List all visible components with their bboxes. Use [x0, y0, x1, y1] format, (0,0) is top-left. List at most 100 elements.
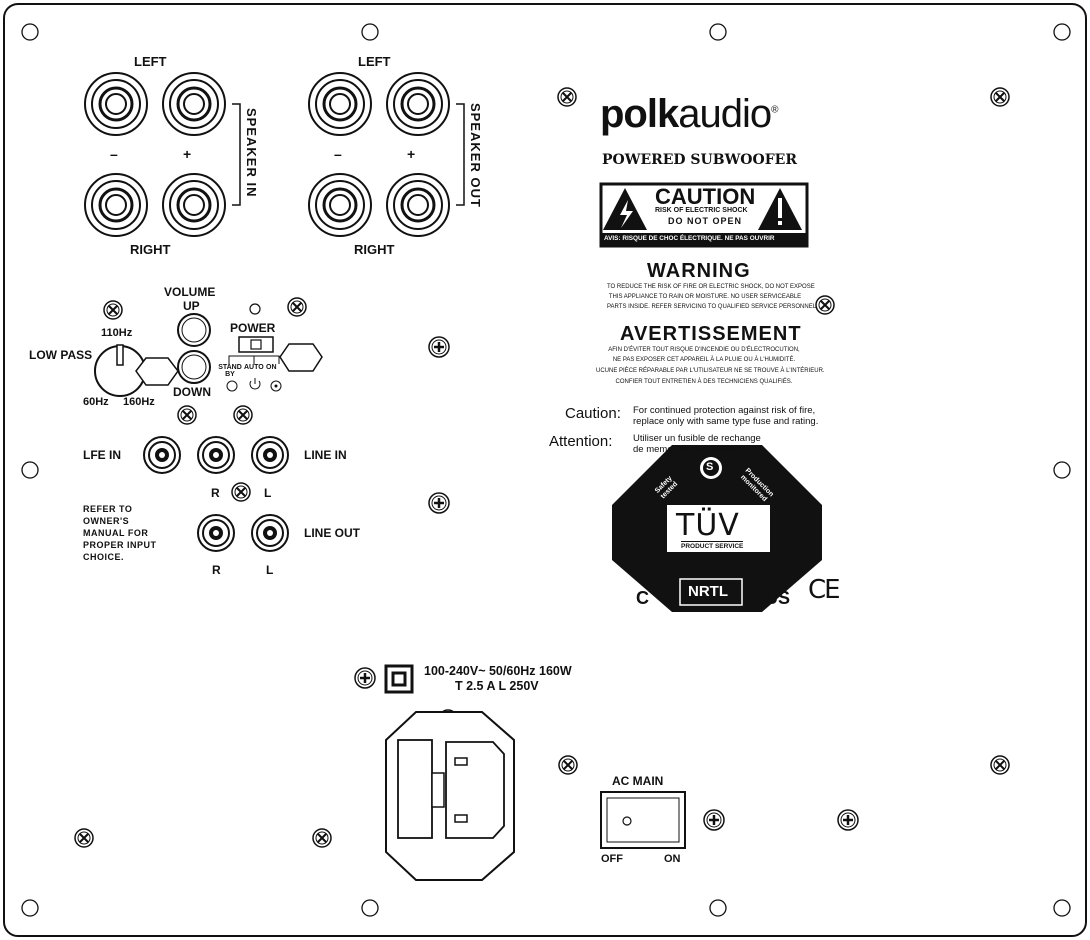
avertissement-title: AVERTISSEMENT	[620, 323, 802, 345]
low-pass-min-label: 60Hz	[83, 396, 109, 408]
class-ii-icon	[384, 664, 414, 694]
ce-mark: CE	[808, 575, 841, 605]
binding-post-left-plus-out	[385, 71, 451, 137]
volume-up-button	[177, 313, 211, 347]
ac-main-off-label: OFF	[601, 853, 623, 865]
lfe-in-jack	[143, 436, 181, 474]
binding-post-right-plus-in	[161, 172, 227, 238]
binding-post-left-plus-in	[161, 71, 227, 137]
screw-icon	[990, 755, 1010, 775]
volume-up-label: UP	[183, 299, 200, 313]
low-pass-label: LOW PASS	[29, 348, 93, 362]
speaker-in-plus-label: +	[183, 146, 192, 162]
power-rating-line1: 100-240V~ 50/60Hz 160W	[424, 664, 572, 678]
mount-hole	[21, 461, 39, 479]
screw-icon	[815, 295, 835, 315]
fuse-caution-label: Caution:	[565, 405, 621, 422]
screw-icon	[990, 87, 1010, 107]
input-note-line: REFER TO	[83, 504, 133, 514]
caution-footer: AVIS: RISQUE DE CHOC ÉLECTRIQUE. NE PAS …	[604, 235, 775, 242]
caution-title: CAUTION	[655, 184, 756, 209]
screw-icon	[177, 405, 197, 425]
mount-hole	[1053, 461, 1071, 479]
line-in-l-label: L	[264, 486, 272, 500]
speaker-in-side-label: SPEAKER IN	[244, 108, 259, 198]
mount-hole	[361, 899, 379, 917]
standby-label: STAND BY	[218, 364, 242, 378]
mount-hole	[361, 23, 379, 41]
knob-nut-icon	[135, 357, 179, 386]
ground-screw-icon	[353, 666, 377, 690]
auto-label: AUTO	[244, 364, 264, 371]
ac-main-on-label: ON	[664, 853, 681, 865]
tuv-us-mark: US	[765, 588, 791, 608]
ground-screw-icon	[836, 808, 860, 832]
mount-hole	[21, 899, 39, 917]
brand-logo-light: audio	[678, 92, 772, 136]
tuv-c-mark: C	[636, 588, 649, 608]
brand-logo: polkaudio®	[600, 92, 779, 137]
warning-title: WARNING	[647, 260, 751, 282]
avertissement-line: UCUNE PIÈCE RÉPARABLE PAR L'UTILISATEUR …	[596, 368, 825, 374]
warning-line: THIS APPLIANCE TO RAIN OR MOISTURE. NO U…	[608, 294, 802, 300]
warning-line: TO REDUCE THE RISK OF FIRE OR ELECTRIC S…	[607, 284, 815, 290]
fuse-attention-line2: de meme type et caliber.	[633, 444, 737, 455]
speaker-out-side-label: SPEAKER OUT	[468, 103, 483, 208]
binding-post-left-minus-out	[307, 71, 373, 137]
speaker-out-left-label: LEFT	[358, 54, 391, 69]
switch-nut-icon	[279, 343, 323, 372]
mount-hole	[709, 899, 727, 917]
on-label: ON	[266, 364, 277, 371]
screw-icon	[557, 87, 577, 107]
warning-line: PARTS INSIDE. REFER SERVICING TO QUALIFI…	[607, 304, 818, 310]
fuse-caution-line1: For continued protection against risk of…	[633, 405, 816, 416]
avertissement-line: NE PAS EXPOSER CET APPAREIL À LA PLUIE O…	[612, 357, 796, 363]
speaker-out-minus-label: –	[334, 146, 342, 162]
input-note-line: CHOICE.	[83, 552, 125, 562]
fuse-attention-line1: Utiliser un fusible de rechange	[633, 433, 761, 444]
speaker-in-left-label: LEFT	[134, 54, 167, 69]
panel-border	[3, 3, 1087, 937]
line-out-l-label: L	[266, 563, 274, 577]
mount-hole	[1053, 899, 1071, 917]
line-out-l-jack	[251, 514, 289, 552]
brand-logo-bold: polk	[600, 92, 679, 136]
tuv-brand: TÜV	[676, 508, 740, 543]
binding-post-left-minus-in	[83, 71, 149, 137]
line-out-r-label: R	[212, 563, 221, 577]
lfe-in-label: LFE IN	[83, 448, 121, 462]
volume-down-button	[177, 350, 211, 384]
ground-screw-icon	[702, 808, 726, 832]
speaker-out-plus-label: +	[407, 146, 416, 162]
inlet-socket	[445, 741, 505, 839]
screw-icon	[287, 297, 307, 317]
volume-down-label: DOWN	[173, 385, 211, 399]
ac-main-label: AC MAIN	[612, 774, 664, 788]
mount-hole	[21, 23, 39, 41]
input-note-line: OWNER'S	[83, 516, 130, 526]
power-label: POWER	[230, 321, 276, 335]
power-led	[249, 303, 261, 315]
input-note-line: PROPER INPUT	[83, 540, 157, 550]
screw-icon	[312, 828, 332, 848]
avertissement-line: CONFIER TOUT ENTRETIEN À DES TECHNICIENS…	[615, 379, 793, 385]
speaker-in-minus-label: –	[110, 146, 118, 162]
line-out-label: LINE OUT	[304, 526, 360, 540]
low-pass-mid-label: 110Hz	[101, 327, 133, 339]
caution-line1: RISK OF ELECTRIC SHOCK	[655, 207, 748, 214]
power-rating-line2: T 2.5 A L 250V	[455, 679, 539, 693]
line-in-r-label: R	[211, 486, 220, 500]
volume-label: VOLUME	[164, 285, 216, 299]
line-in-label: LINE IN	[304, 448, 347, 462]
binding-post-right-minus-in	[83, 172, 149, 238]
speaker-out-right-label: RIGHT	[354, 242, 395, 257]
screw-icon	[558, 755, 578, 775]
mount-hole	[1053, 23, 1071, 41]
caution-line2: DO NOT OPEN	[668, 216, 743, 226]
screw-icon	[233, 405, 253, 425]
brand-subtitle: POWERED SUBWOOFER	[602, 152, 797, 168]
speaker-in-right-label: RIGHT	[130, 242, 171, 257]
fuse-holder	[397, 739, 433, 839]
low-pass-max-label: 160Hz	[123, 396, 155, 408]
